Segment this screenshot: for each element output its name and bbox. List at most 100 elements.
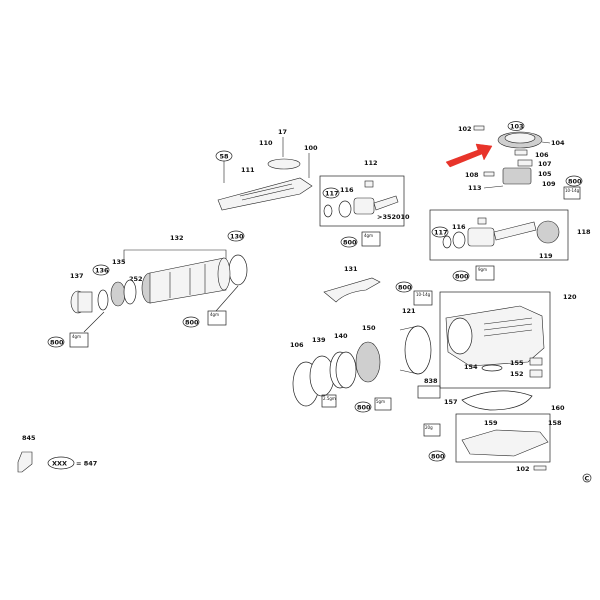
screw xyxy=(533,465,547,471)
callout-121: 121 xyxy=(402,307,416,315)
copyright-circle xyxy=(582,473,592,483)
con-rod xyxy=(373,195,399,211)
callout-105: 105 xyxy=(538,170,552,178)
bottom-cover-group: 157 160 159 158 20g 800 102 C xyxy=(423,390,592,483)
callout-58: 58 xyxy=(220,153,230,161)
callout-152: 152 xyxy=(510,370,524,378)
callout-157: 157 xyxy=(444,398,458,406)
callout-117: 117 xyxy=(434,229,448,237)
callout-136-oval xyxy=(92,264,110,276)
callout-838: 838 xyxy=(424,377,438,385)
top-cover xyxy=(217,177,313,211)
grease-tube xyxy=(413,290,433,306)
callout-116: 116 xyxy=(340,186,354,194)
callout-800-oval xyxy=(395,281,413,293)
part-131: 131 800 10-14g xyxy=(323,265,433,306)
callout-103: 103 xyxy=(510,123,524,131)
callout-131: 131 xyxy=(344,265,358,273)
callout-159: 159 xyxy=(484,419,498,427)
gasket-157 xyxy=(461,390,533,411)
bottom-cover xyxy=(461,429,549,457)
callout-845: 845 xyxy=(22,434,36,442)
washer xyxy=(514,149,528,156)
callout-102: 102 xyxy=(516,465,530,473)
callout-102: 102 xyxy=(458,125,472,133)
gear-plate-top xyxy=(504,132,536,144)
callout-139: 139 xyxy=(312,336,326,344)
callout-106: 106 xyxy=(290,341,304,349)
seal xyxy=(338,200,352,218)
callout-252: 252 xyxy=(129,275,143,283)
legend-xxx: XXX xyxy=(52,460,67,468)
part-845 xyxy=(17,451,33,473)
switch-assembly xyxy=(502,167,532,185)
callout-160: 160 xyxy=(551,404,565,412)
barrel-group: 132 130 137 136 135 252 800 4gm 800 4gm xyxy=(47,230,248,348)
legend-group: 845 XXX = 847 xyxy=(17,434,97,473)
legend-847: = 847 xyxy=(76,460,97,468)
callout-104: 104 xyxy=(551,139,565,147)
gasket-154 xyxy=(481,364,503,372)
callout-119: 119 xyxy=(539,252,553,260)
grease-label: 10-14g xyxy=(565,188,580,193)
pin xyxy=(483,171,495,177)
o-ring-130 xyxy=(228,254,248,286)
callout-113: 113 xyxy=(468,184,482,192)
spring-140b xyxy=(335,351,357,389)
callout-137: 137 xyxy=(70,272,84,280)
callout-100: 100 xyxy=(304,144,318,152)
callout-117-oval xyxy=(431,226,449,238)
callout-112: 112 xyxy=(364,159,378,167)
highlight-arrow xyxy=(445,143,493,168)
callout-800-oval xyxy=(47,336,65,348)
grease-tube xyxy=(475,265,495,281)
top-right-cluster: 102 103 104 106 107 108 105 109 113 xyxy=(445,121,565,192)
callout-800: 800 xyxy=(455,273,469,281)
callout-130: 130 xyxy=(230,233,244,241)
callout-132: 132 xyxy=(170,234,184,242)
callout-111: 111 xyxy=(241,166,255,174)
ring xyxy=(442,235,452,249)
piston xyxy=(353,197,375,215)
cover-box xyxy=(455,413,551,463)
housing xyxy=(445,305,545,367)
front-cap-body xyxy=(77,291,93,313)
seal-152 xyxy=(529,369,543,378)
callout-135: 135 xyxy=(112,258,126,266)
sleeve-121 xyxy=(404,325,432,375)
grease-label: 4gm xyxy=(72,334,81,339)
piston-box xyxy=(319,175,405,227)
callout-150: 150 xyxy=(362,324,376,332)
grease-tube xyxy=(423,423,441,437)
callout-800: 800 xyxy=(398,284,412,292)
callout-120: 120 xyxy=(563,293,577,301)
callout-800: 800 xyxy=(343,239,357,247)
motor-group: 121 106 139 140 150 2.5gm 800 5gm xyxy=(290,307,432,413)
callout-800: 800 xyxy=(568,178,582,186)
pin xyxy=(477,217,487,225)
callout-800-oval xyxy=(428,450,446,462)
piston-group-112: 112 117 116 >352010 800 4gm xyxy=(319,159,410,248)
callout-800: 800 xyxy=(431,453,445,461)
copyright-mark: C xyxy=(585,475,590,483)
callout-800-oval xyxy=(354,401,372,413)
barrel-front xyxy=(217,257,231,291)
grease-tube xyxy=(321,394,337,408)
con-rod xyxy=(493,221,537,241)
piston-group-right: 800 10-14g 117 116 118 119 800 9gm xyxy=(429,175,591,282)
piston xyxy=(467,227,495,247)
callout-154: 154 xyxy=(464,363,478,371)
seal-155 xyxy=(529,357,543,366)
bracket xyxy=(517,159,533,167)
handle-cover-group: 17 110 100 58 111 xyxy=(215,128,318,211)
callout-800-oval xyxy=(565,175,583,187)
part-838 xyxy=(417,385,441,399)
seal xyxy=(452,231,466,249)
callout-136: 136 xyxy=(95,267,109,275)
callout-116: 116 xyxy=(452,223,466,231)
callout-800-oval xyxy=(182,316,200,328)
callout-352010: >352010 xyxy=(377,213,410,221)
callout-107: 107 xyxy=(538,160,552,168)
